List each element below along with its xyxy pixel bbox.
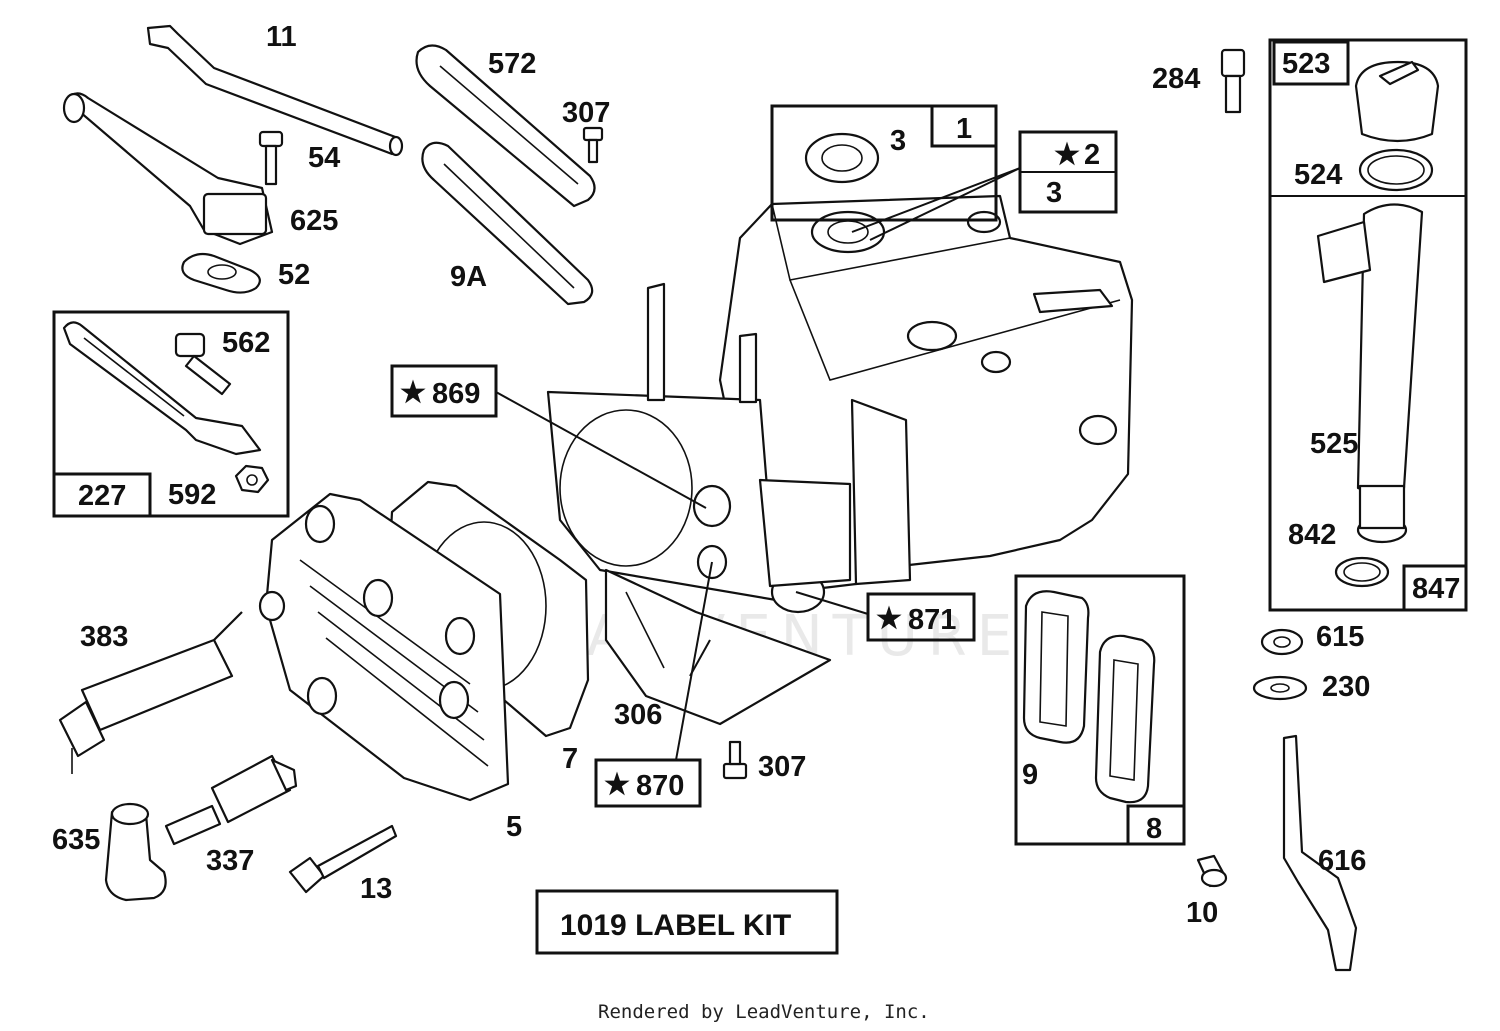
callout-1: 1 [956, 113, 972, 145]
callout-615: 615 [1316, 621, 1364, 653]
callout-383: 383 [80, 621, 128, 653]
part-383-drawing [58, 611, 243, 774]
kit-870-box [594, 758, 702, 808]
part-9-gasket-drawing [1022, 590, 1090, 744]
part-592-nut-drawing [234, 464, 270, 494]
callout-337: 337 [206, 845, 254, 877]
part-524-oring-drawing [1358, 148, 1434, 192]
callout-307-bottom: 307 [758, 751, 806, 783]
part-562-bolt-drawing [174, 332, 232, 396]
callout-227: 227 [78, 480, 126, 512]
kit-523-label-box [1272, 40, 1350, 86]
leader-871 [795, 591, 869, 615]
part-307-screw-bottom-drawing [722, 740, 748, 780]
part-842-oring-drawing [1334, 556, 1390, 588]
callout-616: 616 [1318, 845, 1366, 877]
callout-572: 572 [488, 48, 536, 80]
part-9A-gasket-drawing [421, 141, 594, 306]
callout-869: 869 [432, 378, 480, 410]
callout-54: 54 [308, 142, 340, 174]
leader-306 [689, 639, 711, 677]
callout-3: 3 [1046, 177, 1062, 209]
part-11-tube-drawing [146, 24, 404, 157]
kit-227-box [52, 310, 290, 518]
callout-2: 2 [1084, 139, 1100, 171]
callout-5: 5 [506, 811, 522, 843]
kit-1-label-box [930, 104, 998, 148]
part-284-bolt-drawing [1220, 48, 1246, 114]
part-13-bolt-drawing [288, 824, 398, 894]
callout-52: 52 [278, 259, 310, 291]
part-3-seal-drawing [804, 132, 880, 184]
callout-625: 625 [290, 205, 338, 237]
part-616-rod-drawing [1282, 734, 1358, 972]
kit-869-box [390, 364, 498, 418]
callout-9A: 9A [450, 261, 487, 293]
part-523-cap-drawing [1354, 60, 1440, 143]
part-307-screw-top-drawing [582, 126, 604, 164]
kit-227-label-box [52, 472, 152, 518]
callout-306: 306 [614, 699, 662, 731]
callout-13: 13 [360, 873, 392, 905]
part-337-spark-plug-drawing [164, 754, 298, 846]
part-572-cover-drawing [415, 44, 596, 208]
callout-562: 562 [222, 327, 270, 359]
callout-230: 230 [1322, 671, 1370, 703]
part-52-gasket-drawing [181, 252, 261, 294]
callout-523: 523 [1282, 48, 1330, 80]
callout-871: 871 [908, 604, 956, 636]
callout-525: 525 [1310, 428, 1358, 460]
leader-3 [869, 167, 1021, 241]
callout-869-star: ★ [400, 377, 426, 409]
callout-307-top: 307 [562, 97, 610, 129]
part-8-cover-drawing [1094, 634, 1156, 804]
callout-847: 847 [1412, 573, 1460, 605]
leader-869 [495, 391, 707, 509]
callout-7: 7 [562, 743, 578, 775]
callout-8: 8 [1146, 813, 1162, 845]
leader-870 [675, 561, 713, 761]
part-54-bolt-drawing [258, 130, 284, 186]
kit-8-label-box [1126, 804, 1186, 846]
callout-9: 9 [1022, 759, 1038, 791]
part-525-fill-tube-drawing [1316, 203, 1424, 544]
part-10-screw-drawing [1196, 854, 1228, 888]
part-635-boot-drawing [104, 802, 167, 902]
callout-524: 524 [1294, 159, 1342, 191]
footer-credit: Rendered by LeadVenture, Inc. [598, 1001, 930, 1023]
part-227-bracket-drawing [62, 321, 262, 456]
callout-635: 635 [52, 824, 100, 856]
label-kit-text: 1019 LABEL KIT [560, 909, 791, 942]
callout-871-star: ★ [876, 603, 902, 635]
kit-871-box [866, 592, 976, 642]
label-kit-box [535, 889, 839, 955]
callout-10: 10 [1186, 897, 1218, 929]
callout-592: 592 [168, 479, 216, 511]
part-306-plate-drawing [604, 568, 832, 726]
leader-2 [851, 167, 1021, 233]
callout-870-star: ★ [604, 769, 630, 801]
callout-11: 11 [266, 21, 297, 53]
callout-3-seal: 3 [890, 125, 906, 157]
callout-842: 842 [1288, 519, 1336, 551]
callout-870: 870 [636, 770, 684, 802]
cylinder-block-drawing [546, 282, 852, 614]
part-615-grommet-drawing [1260, 628, 1304, 656]
kit-8-box [1014, 574, 1186, 846]
kit-847-box [1268, 38, 1468, 612]
part-625-sleeve-drawing [62, 92, 274, 246]
callout-2-star: ★ [1054, 139, 1080, 171]
part-230-washer-drawing [1252, 675, 1308, 701]
kit-847-label-box [1402, 564, 1468, 612]
callout-284: 284 [1152, 63, 1200, 95]
part-5-cylinder-head-drawing [258, 492, 510, 802]
